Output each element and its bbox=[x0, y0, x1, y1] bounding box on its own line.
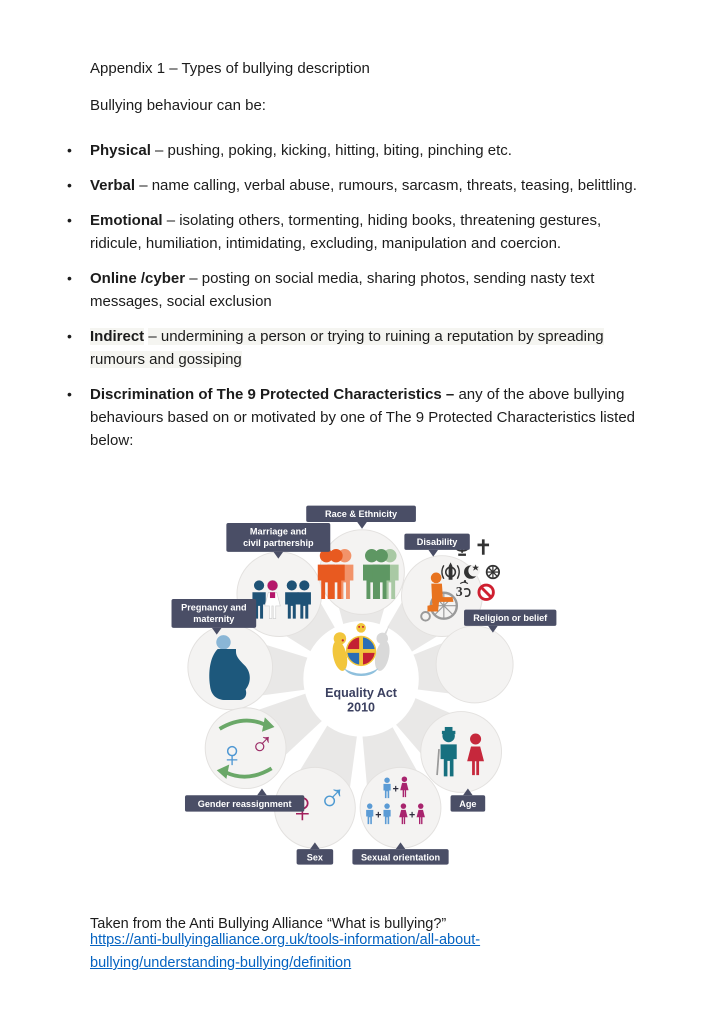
desc-verbal: – name calling, verbal abuse, rumours, s… bbox=[139, 177, 637, 194]
religion-belief-icon: 3 bbox=[441, 539, 501, 601]
svg-text:Religion or belief: Religion or belief bbox=[473, 613, 548, 623]
race-ethnicity-label: Race & Ethnicity bbox=[306, 505, 416, 529]
svg-text:♂: ♂ bbox=[318, 776, 347, 819]
sexual-orientation-label: Sexual orientation bbox=[352, 842, 449, 865]
svg-text:Race & Ethnicity: Race & Ethnicity bbox=[325, 509, 398, 519]
list-item-indirect: Indirect – undermining a person or tryin… bbox=[67, 325, 642, 371]
page-title: Appendix 1 – Types of bullying descripti… bbox=[90, 60, 370, 77]
term-physical: Physical bbox=[90, 142, 151, 159]
term-verbal: Verbal bbox=[90, 177, 136, 194]
list-item-verbal: Verbal – name calling, verbal abuse, rum… bbox=[67, 174, 642, 197]
list-item-physical: Physical – pushing, poking, kicking, hit… bbox=[67, 139, 642, 162]
sexual-orientation-icon: + + + bbox=[366, 776, 425, 825]
svg-text:civil partnership: civil partnership bbox=[243, 538, 314, 548]
center-label-line2: 2010 bbox=[347, 701, 375, 715]
source-caption: Taken from the Anti Bullying Alliance “W… bbox=[90, 915, 447, 932]
pregnancy-maternity-label: Pregnancy and maternity bbox=[171, 598, 257, 635]
list-item-discrimination: Discrimination of The 9 Protected Charac… bbox=[67, 383, 642, 452]
svg-text:Disability: Disability bbox=[417, 537, 458, 547]
term-emotional: Emotional bbox=[90, 212, 163, 229]
svg-text:Pregnancy and: Pregnancy and bbox=[181, 603, 246, 613]
svg-text:+: + bbox=[393, 783, 399, 795]
svg-text:+: + bbox=[409, 809, 415, 821]
term-indirect: Indirect bbox=[90, 328, 145, 345]
center-label-line1: Equality Act bbox=[325, 686, 398, 700]
svg-text:3: 3 bbox=[456, 584, 463, 599]
gender-reassignment-label: Gender reassignment bbox=[184, 788, 305, 812]
document-body: Appendix 1 – Types of bullying descripti… bbox=[67, 57, 642, 464]
svg-text:+: + bbox=[375, 809, 381, 821]
svg-text:Sexual orientation: Sexual orientation bbox=[361, 853, 441, 863]
list-item-emotional: Emotional – isolating others, tormenting… bbox=[67, 209, 642, 255]
desc-discrimination: any of the above bullying behaviours bas… bbox=[90, 386, 636, 449]
sex-label: Sex bbox=[296, 842, 334, 865]
desc-emotional: – isolating others, tormenting, hiding b… bbox=[90, 212, 602, 252]
protected-characteristics-diagram: Equality Act 2010 bbox=[160, 497, 566, 879]
source-hyperlink[interactable]: https://anti-bullyingalliance.org.uk/too… bbox=[90, 932, 481, 971]
svg-text:♂: ♂ bbox=[250, 724, 275, 761]
term-discrimination: Discrimination of The 9 Protected Charac… bbox=[90, 386, 455, 403]
gender-reassignment-icon: ♀ ♂ bbox=[216, 717, 275, 779]
svg-text:Gender reassignment: Gender reassignment bbox=[198, 799, 292, 809]
equality-act-wheel: Equality Act 2010 bbox=[171, 505, 557, 865]
svg-text:maternity: maternity bbox=[193, 614, 235, 624]
intro-line: Bullying behaviour can be: bbox=[90, 97, 266, 114]
religion-belief-label: Religion or belief bbox=[464, 609, 557, 633]
term-online-cyber: Online /cyber bbox=[90, 270, 186, 287]
list-item-online-cyber: Online /cyber – posting on social media,… bbox=[67, 267, 642, 313]
bullying-types-list: Physical – pushing, poking, kicking, hit… bbox=[67, 139, 642, 452]
desc-online-cyber: – posting on social media, sharing photo… bbox=[90, 270, 595, 310]
age-label: Age bbox=[450, 788, 486, 812]
desc-physical: – pushing, poking, kicking, hitting, bit… bbox=[155, 142, 512, 159]
marriage-civil-partnership-label: Marriage and civil partnership bbox=[226, 522, 331, 559]
desc-indirect: – undermining a person or trying to ruin… bbox=[90, 328, 604, 368]
svg-text:Age: Age bbox=[459, 799, 476, 809]
pregnancy-maternity-icon bbox=[209, 635, 250, 701]
svg-text:Sex: Sex bbox=[307, 853, 324, 863]
age-icon bbox=[436, 726, 484, 777]
disability-icon bbox=[420, 572, 459, 622]
center-circle bbox=[303, 621, 419, 737]
marriage-civil-partnership-icon bbox=[252, 579, 311, 620]
disability-label: Disability bbox=[404, 533, 470, 557]
svg-text:Marriage and: Marriage and bbox=[250, 527, 307, 537]
